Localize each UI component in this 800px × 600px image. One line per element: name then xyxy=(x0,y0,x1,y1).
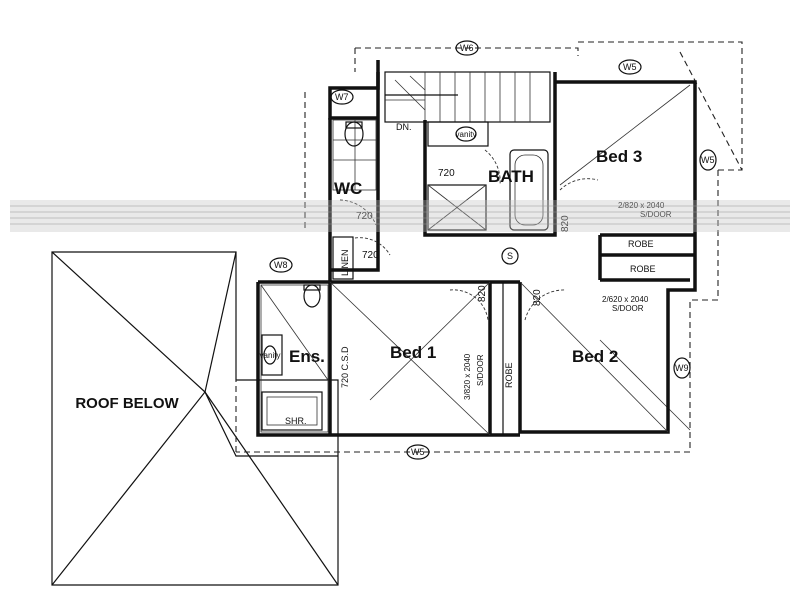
bed2-door-dim: 820 xyxy=(532,289,543,306)
bed3-door-dim: 820 xyxy=(560,215,571,232)
svg-text:S: S xyxy=(507,251,513,261)
window-w6: W6 xyxy=(460,43,474,53)
stairs: DN. xyxy=(384,71,551,132)
bed1-label: Bed 1 xyxy=(390,343,436,362)
bath-label: BATH xyxy=(488,167,534,186)
robe-top-label: ROBE xyxy=(628,239,654,249)
window-tags: W6 W5 W5 W7 W8 W9 W5 xyxy=(269,40,717,460)
roof-below: ROOF BELOW xyxy=(51,251,339,586)
wc-room: WC 720 xyxy=(332,119,377,226)
window-w8: W8 xyxy=(274,260,288,270)
bed1-room: Bed 1 3/820 x 2040 S/DOOR ROBE 820 xyxy=(329,281,514,436)
bed2-sdoor-type: S/DOOR xyxy=(612,304,644,313)
ensuite-door-dim: 720 C.S.D xyxy=(340,346,350,388)
bed1-sdoor-type: S/DOOR xyxy=(476,354,485,386)
bath-fixtures: vanity BATH 720 xyxy=(427,121,549,231)
bed2-sdoor-size: 2/620 x 2040 xyxy=(602,295,649,304)
walls xyxy=(256,60,697,437)
bed2-room: Bed 2 2/620 x 2040 S/DOOR 820 ROBE ROBE xyxy=(519,239,669,433)
linen-cupboard: LINEN 720 xyxy=(332,236,391,280)
wc-label: WC xyxy=(334,179,362,198)
bed1-door-dim: 820 xyxy=(477,285,488,302)
stairs-down-label: DN. xyxy=(396,122,412,132)
roof-outline xyxy=(235,41,743,453)
window-w5-top: W5 xyxy=(623,62,637,72)
ensuite-label: Ens. xyxy=(289,347,325,366)
linen-label: LINEN xyxy=(340,249,350,276)
window-w5-bottom: W5 xyxy=(411,447,425,457)
window-w5-right: W5 xyxy=(701,155,715,165)
bed2-label: Bed 2 xyxy=(572,347,618,366)
window-w9: W9 xyxy=(675,363,689,373)
ensuite-vanity: vanity xyxy=(260,351,281,360)
bed3-sdoor-type: S/DOOR xyxy=(640,210,672,219)
bath-door-dim: 720 xyxy=(438,168,455,179)
shower-label: SHR. xyxy=(285,416,307,426)
bed1-robe-label: ROBE xyxy=(504,362,514,388)
smoke-detector-icon: S xyxy=(501,247,519,265)
wc-door-dim: 720 xyxy=(356,211,373,222)
roof-below-label: ROOF BELOW xyxy=(75,395,179,412)
window-w7: W7 xyxy=(335,92,349,102)
bed3-label: Bed 3 xyxy=(596,147,642,166)
ensuite-room: vanity SHR. Ens. 720 C.S.D xyxy=(260,284,350,433)
scan-band xyxy=(10,200,790,232)
bed1-sdoor-size: 3/820 x 2040 xyxy=(463,353,472,400)
robe-mid-label: ROBE xyxy=(630,264,656,274)
linen-door-dim: 720 xyxy=(362,250,379,261)
bath-vanity: vanity xyxy=(456,130,477,139)
